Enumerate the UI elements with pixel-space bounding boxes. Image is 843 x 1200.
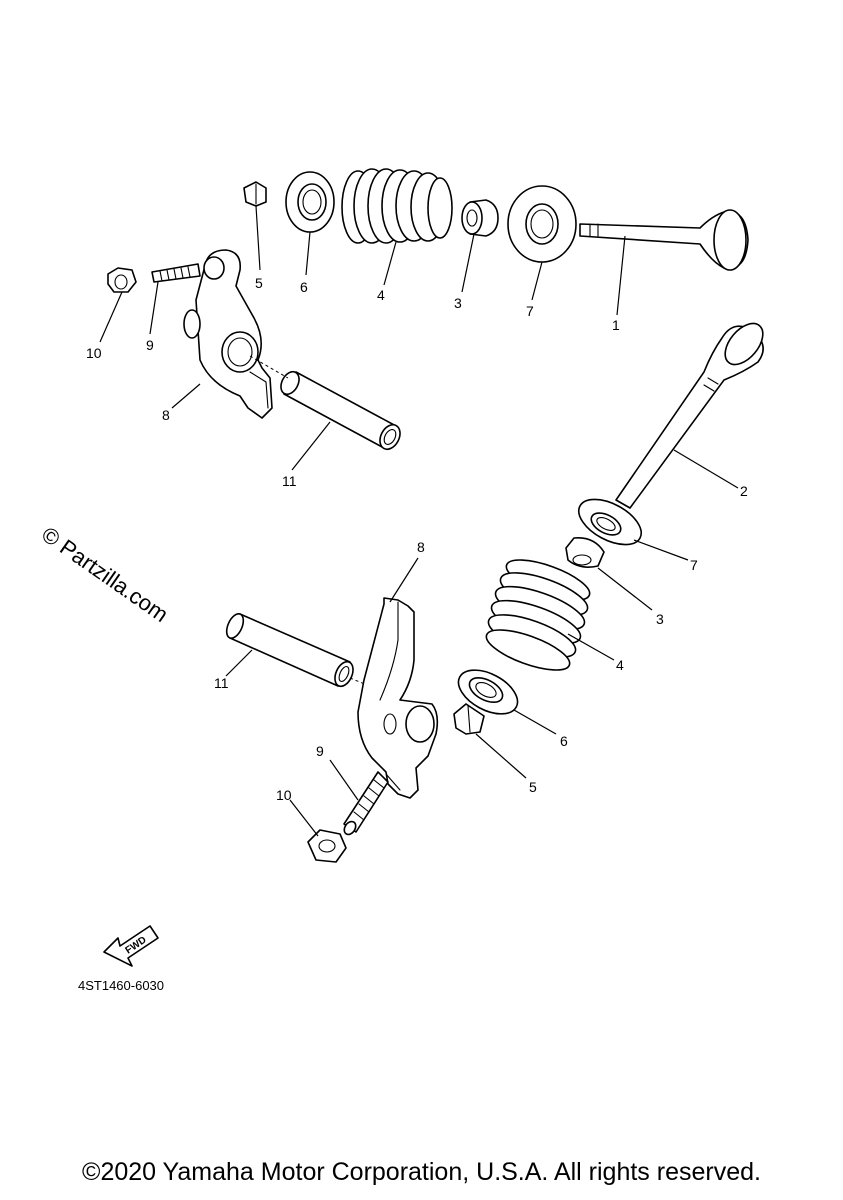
- valve-cotter-lower: [453, 703, 485, 735]
- callout-upper-3: 3: [454, 295, 462, 311]
- callout-upper-11: 11: [282, 473, 297, 489]
- callout-lower-10: 10: [276, 787, 292, 803]
- rocker-shaft-upper: [249, 355, 401, 451]
- callout-lower-8: 8: [417, 539, 425, 555]
- leaders-upper: [99, 205, 626, 471]
- callout-upper-10: 10: [86, 345, 102, 361]
- oil-seal-upper: [461, 199, 499, 237]
- callout-lower-2: 2: [740, 483, 748, 499]
- oil-seal-lower: [565, 536, 605, 568]
- fwd-arrow-icon: FWD: [103, 925, 159, 967]
- callout-lower-11: 11: [214, 675, 229, 691]
- nut-upper: [107, 267, 137, 293]
- copyright-notice: ©2020 Yamaha Motor Corporation, U.S.A. A…: [82, 1158, 761, 1186]
- callout-lower-9: 9: [316, 743, 324, 759]
- nut-lower: [307, 829, 347, 863]
- callouts-upper: 1 3 4 5 6 7 8 9 10 11: [86, 275, 620, 489]
- adjusting-screw-upper: [151, 263, 201, 283]
- watermark: © Partzilla.com: [37, 522, 173, 628]
- adjusting-screw-lower: [343, 771, 389, 836]
- callouts-lower: 2 3 4 5 6 7 8 9 10 11: [214, 483, 748, 803]
- callout-lower-3: 3: [656, 611, 664, 627]
- spring-seat-upper: [507, 185, 577, 263]
- rocker-shaft-lower: [225, 612, 385, 693]
- spring-retainer-upper: [285, 171, 335, 233]
- spring-retainer-lower: [457, 669, 519, 715]
- valve-lower: [615, 322, 764, 509]
- rocker-arm-lower: [357, 597, 439, 799]
- callout-upper-5: 5: [255, 275, 263, 291]
- callout-upper-8: 8: [162, 407, 170, 423]
- rocker-arm-upper: [183, 249, 273, 419]
- valve-cotter-upper: [243, 181, 267, 207]
- callout-upper-1: 1: [612, 317, 620, 333]
- valve-upper: [579, 209, 749, 271]
- callout-upper-6: 6: [300, 279, 308, 295]
- callout-upper-4: 4: [377, 287, 385, 303]
- valve-spring-lower: [485, 559, 591, 671]
- spring-seat-lower: [578, 498, 642, 546]
- callout-lower-7: 7: [690, 557, 698, 573]
- callout-upper-9: 9: [146, 337, 154, 353]
- valve-spring-upper: [341, 168, 453, 244]
- leaders-lower: [225, 449, 739, 837]
- callout-upper-7: 7: [526, 303, 534, 319]
- callout-lower-5: 5: [529, 779, 537, 795]
- callout-lower-4: 4: [616, 657, 624, 673]
- callout-lower-6: 6: [560, 733, 568, 749]
- part-code: 4ST1460-6030: [78, 978, 164, 993]
